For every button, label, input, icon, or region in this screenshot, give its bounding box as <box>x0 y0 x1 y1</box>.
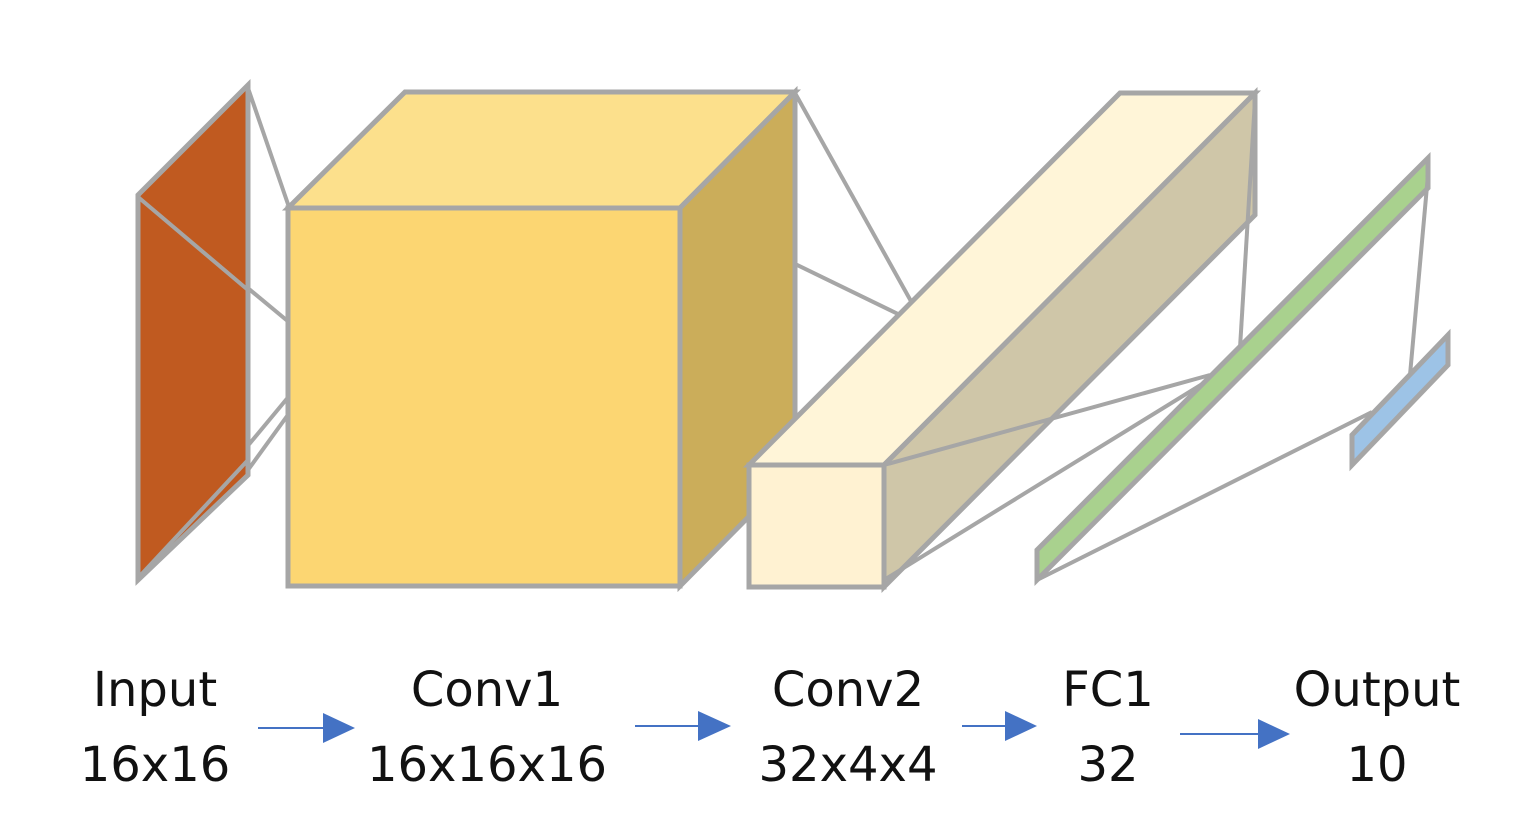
input-layer-block <box>135 78 292 586</box>
arrow-conv2-to-fc1 <box>962 711 1037 741</box>
conv2-layer-block <box>742 86 1262 594</box>
arrow-fc1-to-output <box>1180 719 1290 749</box>
conv2-size-label: 32x4x4 <box>759 737 938 793</box>
output-label: Output <box>1294 662 1461 718</box>
fc1-label: FC1 <box>1062 662 1154 718</box>
input-size-label: 16x16 <box>80 737 231 793</box>
output-layer-block <box>1349 328 1451 472</box>
conv2-front-face <box>746 462 887 590</box>
arrow-conv1-to-conv2 <box>635 711 731 741</box>
input-slab <box>135 78 251 586</box>
flow-arrows <box>258 711 1290 749</box>
conv1-size-label: 16x16x16 <box>367 737 607 793</box>
output-size-label: 10 <box>1346 737 1407 793</box>
arrow-input-to-conv1 <box>258 713 355 743</box>
layer-labels: Input 16x16 Conv1 16x16x16 Conv2 32x4x4 … <box>80 662 1461 793</box>
fc1-layer-block <box>1034 151 1431 587</box>
input-label: Input <box>93 662 217 718</box>
conv1-front-face <box>285 205 683 589</box>
conv2-label: Conv2 <box>772 662 924 718</box>
fc1-size-label: 32 <box>1077 737 1138 793</box>
output-bar <box>1349 328 1451 472</box>
conv1-label: Conv1 <box>411 662 563 718</box>
